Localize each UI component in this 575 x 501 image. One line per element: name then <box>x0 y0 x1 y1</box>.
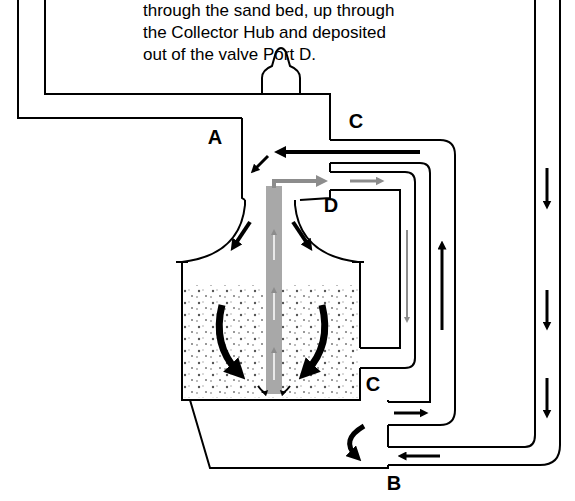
port-label: A <box>208 126 222 149</box>
pipe-walls <box>18 0 560 468</box>
hub-flow-arrows <box>273 232 275 380</box>
pipe-b-outer <box>388 0 560 465</box>
valve-body <box>329 163 331 172</box>
port-label: C <box>349 110 363 133</box>
port-label: B <box>387 472 401 495</box>
collector-hub-pipe <box>266 186 282 394</box>
port-label: C <box>366 373 380 396</box>
black-flow-arrows <box>219 152 547 456</box>
valve-body <box>242 94 330 140</box>
gray-flow-arrows <box>274 181 407 320</box>
pipe-b-inner <box>388 0 535 447</box>
caption-text: through the sand bed, up through the Col… <box>143 0 395 66</box>
port-label: D <box>324 194 338 217</box>
tank-base <box>190 400 388 468</box>
valve-body <box>242 118 245 200</box>
